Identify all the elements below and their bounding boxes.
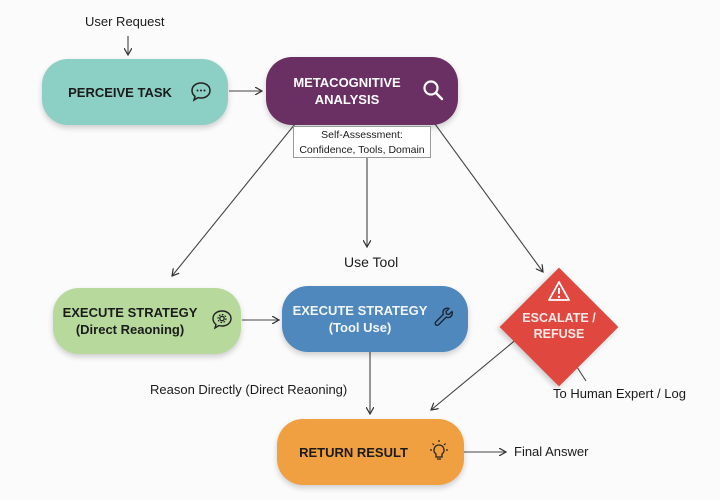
perceive-task-title: PERCEIVE TASK — [68, 84, 172, 100]
assessment-line2: Confidence, Tools, Domain — [299, 144, 425, 156]
speech-bubble-icon — [191, 82, 211, 102]
lightbulb-icon — [430, 440, 448, 460]
escalate-line1: ESCALATE / — [522, 311, 596, 325]
self-assessment-box: Self-Assessment: Confidence, Tools, Doma… — [293, 126, 431, 158]
use-tool-label: Use Tool — [344, 254, 399, 270]
escalate-line2: REFUSE — [533, 327, 585, 341]
execute-tool-title: EXECUTE STRATEGY (Tool Use) — [293, 302, 428, 336]
return-result-node[interactable]: RETURN RESULT — [277, 419, 464, 485]
warning-icon — [548, 281, 570, 301]
escalate-refuse-node[interactable]: ESCALATE / REFUSE — [499, 267, 619, 387]
final-answer-label: Final Answer — [514, 444, 589, 459]
perceive-task-node[interactable]: PERCEIVE TASK — [42, 59, 228, 125]
magnifier-icon — [423, 80, 444, 101]
arrow-escalate-to-result — [431, 337, 519, 410]
gear-bubble-icon — [212, 310, 232, 330]
execute-tool-line2: (Tool Use) — [328, 320, 392, 335]
metacognitive-analysis-title: METACOGNITIVE ANALYSIS — [293, 74, 400, 108]
execute-direct-node[interactable]: EXECUTE STRATEGY (Direct Reaoning) — [53, 288, 241, 354]
arrow-meta-to-escalate — [434, 123, 543, 272]
wrench-icon — [434, 307, 454, 326]
execute-tool-line1: EXECUTE STRATEGY — [292, 303, 428, 318]
execute-tool-node[interactable]: EXECUTE STRATEGY (Tool Use) — [282, 286, 468, 352]
execute-direct-line2: (Direct Reaoning) — [75, 322, 185, 337]
reason-directly-label: Reason Directly (Direct Reaoning) — [150, 382, 348, 397]
assessment-line1: Self-Assessment: — [321, 129, 403, 141]
execute-direct-title: EXECUTE STRATEGY (Direct Reaoning) — [63, 304, 198, 338]
return-result-title: RETURN RESULT — [299, 444, 408, 460]
meta-title-line2: ANALYSIS — [314, 92, 380, 107]
arrow-meta-to-direct — [172, 123, 296, 276]
execute-direct-line1: EXECUTE STRATEGY — [62, 305, 198, 320]
to-human-expert-label: To Human Expert / Log — [553, 386, 686, 401]
meta-title-line1: METACOGNITIVE — [293, 75, 401, 90]
metacognitive-analysis-node[interactable]: METACOGNITIVE ANALYSIS — [266, 57, 458, 125]
user-request-label: User Request — [85, 14, 165, 29]
escalate-title: ESCALATE / REFUSE — [500, 310, 618, 342]
